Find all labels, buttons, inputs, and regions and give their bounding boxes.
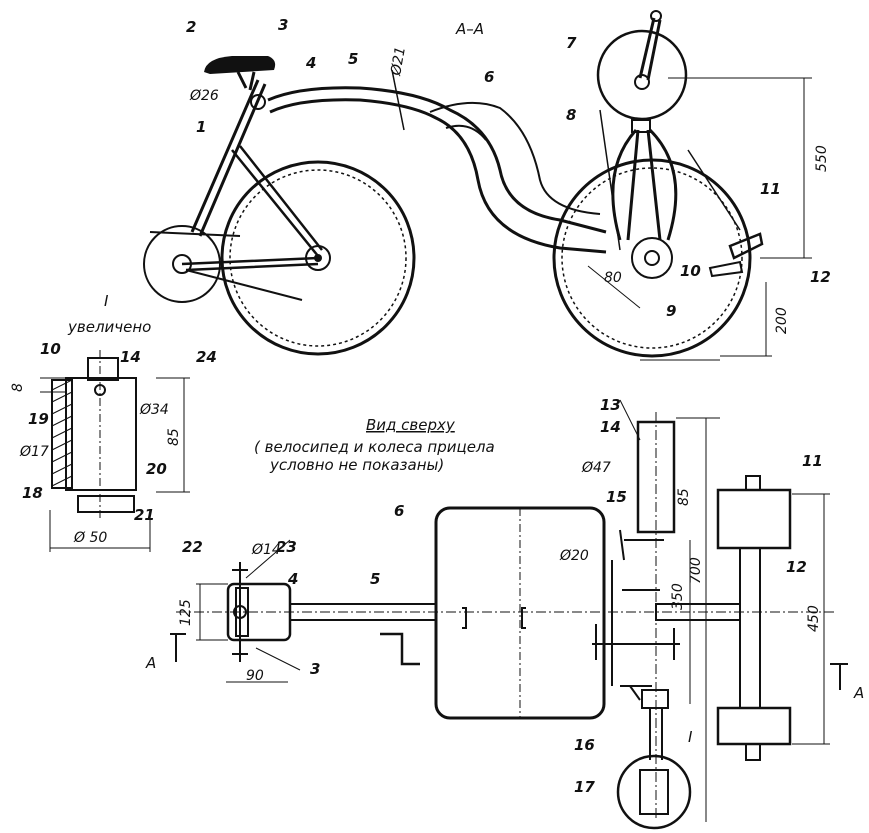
part-number-10-detail: 10 — [40, 340, 61, 358]
dim-d47: Ø47 — [581, 460, 611, 476]
section-marker-right: А — [853, 684, 864, 702]
dim-450: 450 — [806, 605, 822, 632]
dim-700: 700 — [688, 557, 704, 584]
part-number-10: 10 — [680, 262, 701, 280]
bicycle-side-view — [143, 56, 607, 356]
dim-550: 550 — [814, 145, 830, 172]
part-number-14: 14 — [600, 418, 621, 436]
part-number-12: 12 — [810, 268, 831, 286]
trailer-wheel — [552, 158, 752, 358]
detail-subtitle: увеличено — [67, 318, 151, 336]
part-number-19: 19 — [28, 410, 49, 428]
part-number-4: 4 — [305, 54, 316, 72]
part-number-3: 3 — [278, 16, 288, 34]
saddle — [204, 56, 276, 74]
part-number-15: 15 — [606, 488, 627, 506]
part-number-17: 17 — [574, 778, 595, 796]
small-rear-wheel — [143, 225, 221, 303]
part-number-6-top: 6 — [394, 502, 404, 520]
part-number-21: 21 — [134, 506, 155, 524]
dim-d17: Ø17 — [19, 444, 49, 460]
part-number-20: 20 — [146, 460, 167, 478]
part-number-1: 1 — [196, 118, 206, 136]
part-number-2: 2 — [186, 18, 196, 36]
dim-d14: Ø14 — [251, 542, 281, 558]
dim-d34: Ø34 — [139, 402, 169, 418]
part-number-22: 22 — [182, 538, 203, 556]
part-number-24: 24 — [196, 348, 217, 366]
detail-title: I — [104, 292, 109, 310]
part-number-18: 18 — [22, 484, 43, 502]
part-number-5-top: 5 — [370, 570, 380, 588]
part-number-5: 5 — [348, 50, 358, 68]
section-marker-left: А — [145, 654, 156, 672]
dim-350: 350 — [670, 583, 686, 610]
dim-d26: Ø26 — [189, 88, 219, 104]
part-number-13: 13 — [600, 396, 621, 414]
dim-8: 8 — [10, 383, 26, 392]
part-number-6: 6 — [484, 68, 494, 86]
dim-d21: Ø21 — [388, 46, 409, 78]
part-number-4-top: 4 — [287, 570, 298, 588]
bicycle-wheel — [220, 160, 416, 356]
part-number-11-top: 11 — [802, 452, 823, 470]
dim-85-top: 85 — [676, 488, 692, 506]
part-number-23: 23 — [276, 538, 297, 556]
part-number-14-detail: 14 — [120, 348, 141, 366]
part-number-11: 11 — [760, 180, 781, 198]
section-title: А–А — [455, 20, 484, 38]
dim-85-detail: 85 — [166, 428, 182, 446]
part-number-8: 8 — [566, 106, 576, 124]
top-view-title: Вид сверху — [366, 416, 456, 434]
labels: А–А Вид сверху ( велосипед и колеса приц… — [10, 16, 864, 796]
top-view-note-line2: условно не показаны) — [269, 456, 444, 474]
top-view-note-line1: ( велосипед и колеса прицела — [254, 438, 495, 456]
part-number-12-top: 12 — [786, 558, 807, 576]
part-number-9: 9 — [666, 302, 676, 320]
part-number-16: 16 — [574, 736, 595, 754]
trailer-side-view — [552, 10, 812, 361]
detail-marker: I — [688, 728, 693, 746]
dim-80: 80 — [604, 270, 622, 286]
top-view — [170, 399, 848, 830]
dim-200: 200 — [774, 307, 790, 334]
dim-d20: Ø20 — [559, 548, 589, 564]
part-number-7: 7 — [566, 34, 577, 52]
detail-I-enlarged — [40, 350, 190, 552]
dim-d50: Ø 50 — [73, 530, 107, 546]
part-number-3-top: 3 — [310, 660, 320, 678]
dim-90: 90 — [246, 668, 264, 684]
dim-125: 125 — [178, 599, 194, 626]
